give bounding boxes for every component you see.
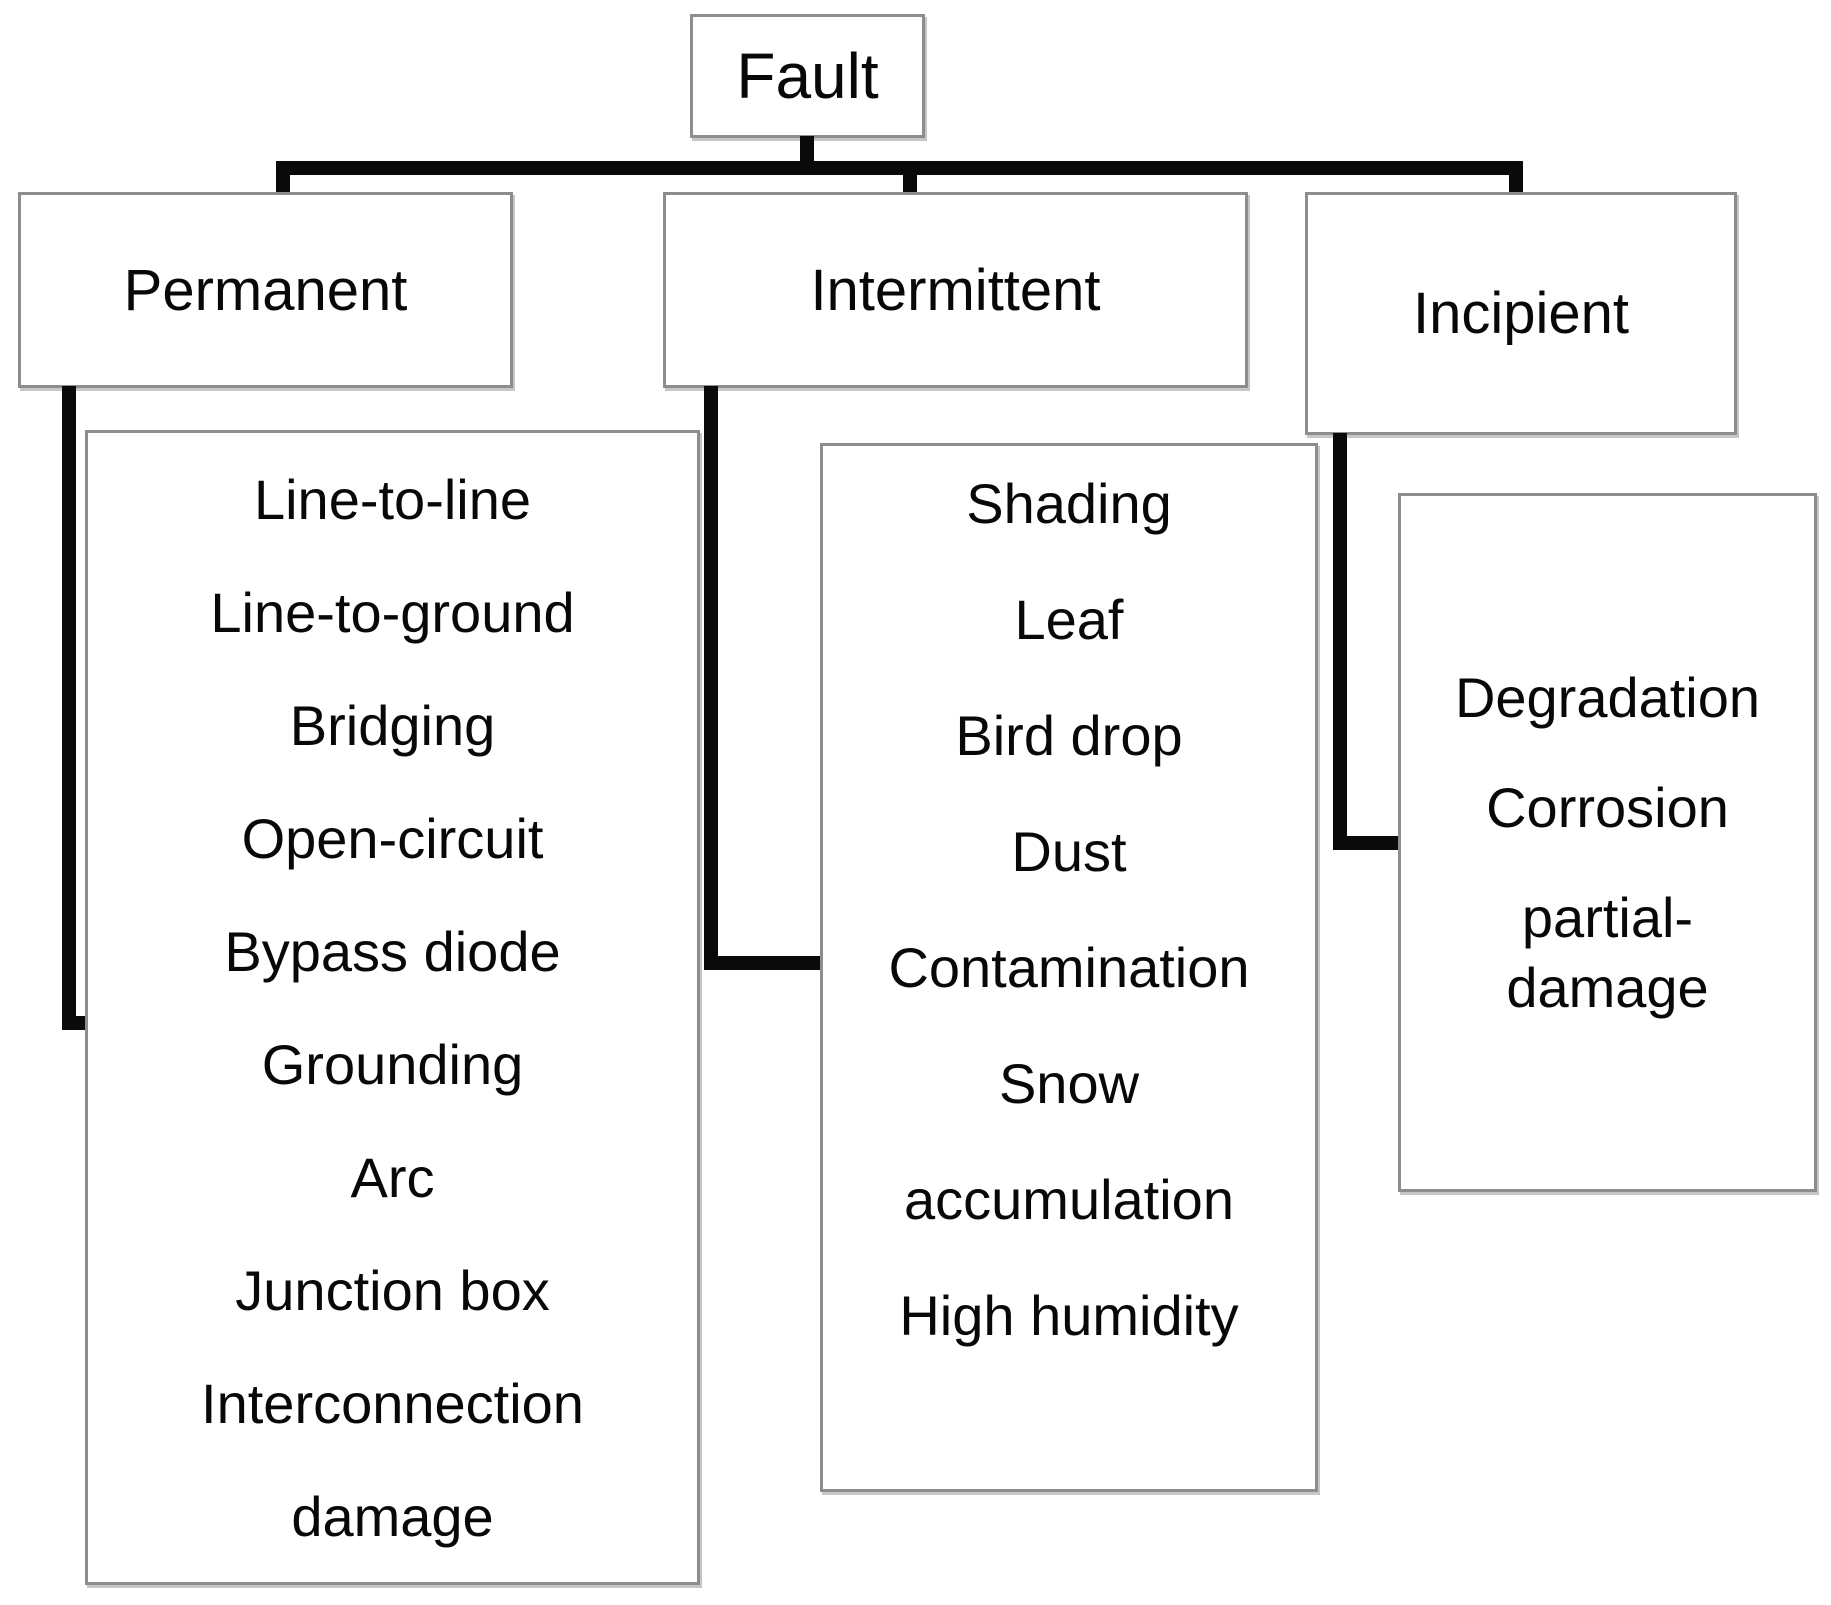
list-item: Open-circuit — [241, 806, 544, 870]
connector-incipient-foot — [1333, 836, 1403, 850]
list-item: Snow accumulation — [904, 1052, 1234, 1231]
list-item: Bypass diode — [224, 919, 561, 983]
permanent-items-box: Line-to-line Line-to-ground Bridging Ope… — [85, 430, 700, 1585]
intermittent-items-box: Shading Leaf Bird drop Dust Contaminatio… — [820, 443, 1318, 1492]
connector-incipient-vertical — [1333, 433, 1347, 850]
incipient-items-box: Degradation Corrosion partial-damage — [1398, 493, 1817, 1192]
connector-drop-permanent — [276, 161, 290, 194]
connector-drop-incipient — [1509, 161, 1523, 194]
list-item: Junction box — [235, 1258, 550, 1322]
connector-permanent-vertical — [62, 386, 76, 1030]
list-item: Leaf — [1014, 588, 1124, 651]
node-incipient-label: Incipient — [1412, 281, 1630, 346]
node-intermittent-label: Intermittent — [810, 257, 1101, 323]
list-item: Bridging — [289, 693, 496, 757]
list-item: partial-damage — [1506, 885, 1709, 1019]
list-item: Corrosion — [1486, 775, 1729, 839]
list-item: Dust — [1011, 820, 1127, 883]
list-item: Line-to-line — [253, 467, 532, 531]
list-item: Grounding — [261, 1032, 524, 1096]
node-fault-label: Fault — [736, 40, 879, 112]
list-item: Arc — [350, 1145, 435, 1209]
connector-intermittent-vertical — [704, 386, 718, 970]
list-item: High humidity — [899, 1284, 1239, 1347]
node-permanent: Permanent — [18, 192, 513, 388]
connector-drop-intermittent — [903, 173, 917, 194]
connector-fault-stub — [800, 136, 814, 163]
node-fault: Fault — [690, 14, 925, 138]
list-item: Line-to-ground — [210, 580, 575, 644]
node-permanent-label: Permanent — [123, 257, 408, 323]
list-item: Degradation — [1454, 665, 1761, 729]
connector-main-bar — [276, 161, 1523, 175]
list-item: Interconnection damage — [201, 1371, 584, 1548]
connector-intermittent-foot — [704, 956, 824, 970]
node-intermittent: Intermittent — [663, 192, 1248, 388]
connector-permanent-foot — [62, 1016, 90, 1030]
node-incipient: Incipient — [1305, 192, 1737, 435]
list-item: Shading — [966, 472, 1172, 535]
list-item: Bird drop — [955, 704, 1183, 767]
list-item: Contamination — [888, 936, 1250, 999]
